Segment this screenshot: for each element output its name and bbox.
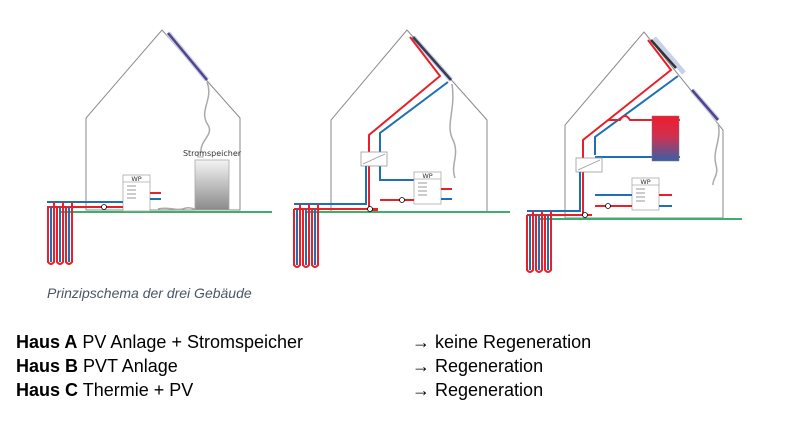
system-description: Thermie + PV: [82, 380, 194, 400]
thermal-storage-tank: [651, 115, 680, 162]
battery-cable: [157, 206, 196, 211]
pvt-panel-b-core: [412, 36, 452, 81]
heat-pump-a: [122, 174, 151, 212]
system-description: PV Anlage + Stromspeicher: [82, 332, 303, 352]
borehole-probes-a: [47, 202, 73, 265]
house-a: Stromspeicher WP: [47, 29, 272, 265]
wp-c-lines: [636, 188, 645, 202]
pump-icon: [101, 204, 107, 210]
pump-icon: [367, 206, 373, 212]
wp-a-lines: [127, 185, 136, 199]
heat-pump-b: [413, 171, 442, 205]
pv-cable-a: [200, 81, 211, 153]
legend-row-a-left: Haus A PV Anlage + Stromspeicher: [16, 330, 303, 354]
regeneration-result: → Regeneration: [412, 356, 544, 376]
system-description: PVT Anlage: [83, 356, 178, 376]
regeneration-result: → keine Regeneration: [412, 332, 592, 352]
wp-b-lines: [418, 182, 427, 196]
thermal-collector-c-core: [650, 39, 677, 69]
figure-caption: Prinzipschema der drei Gebäude: [47, 285, 252, 301]
borehole-probes-b: [293, 204, 319, 268]
pv-panel-a-core: [167, 32, 208, 81]
solar-cold-pipe: [594, 75, 679, 155]
thermal-collector-c: [652, 36, 686, 75]
house-name: Haus C: [16, 380, 79, 400]
legend-row-b-left: Haus B PVT Anlage: [16, 354, 178, 378]
wp-label-c: WP: [640, 178, 650, 186]
house-b-outline: [330, 29, 488, 213]
tank-hot-feed: [608, 115, 680, 121]
pipe-c-cold: [527, 172, 581, 212]
battery-storage: [194, 159, 230, 211]
wp-label-b: WP: [422, 172, 432, 180]
heat-pump-c: [631, 177, 660, 211]
regeneration-result: → Regeneration: [412, 380, 544, 400]
pv-cable-c: [712, 122, 720, 186]
pump-icon: [605, 203, 611, 209]
pipe-b-cold: [294, 166, 367, 205]
house-b: WP: [293, 29, 510, 268]
house-name: Haus A: [16, 332, 78, 352]
hx-c-diag: [577, 159, 601, 171]
plug-icon: [197, 151, 204, 158]
house-c: WP: [526, 31, 742, 273]
hx-b-diag: [362, 153, 386, 165]
pv-panel-c-core: [691, 89, 719, 121]
legend-row-c-left: Haus C Thermie + PV: [16, 378, 193, 402]
storage-label: Stromspeicher: [183, 149, 242, 158]
pump-icon: [399, 197, 405, 203]
pvt-cable: [449, 83, 457, 179]
pump-icon: [582, 212, 588, 218]
wp-label-a: WP: [131, 175, 141, 183]
house-name: Haus B: [16, 356, 79, 376]
borehole-probes-c: [526, 211, 552, 273]
three-house-schematic: Stromspeicher WP: [47, 29, 742, 273]
